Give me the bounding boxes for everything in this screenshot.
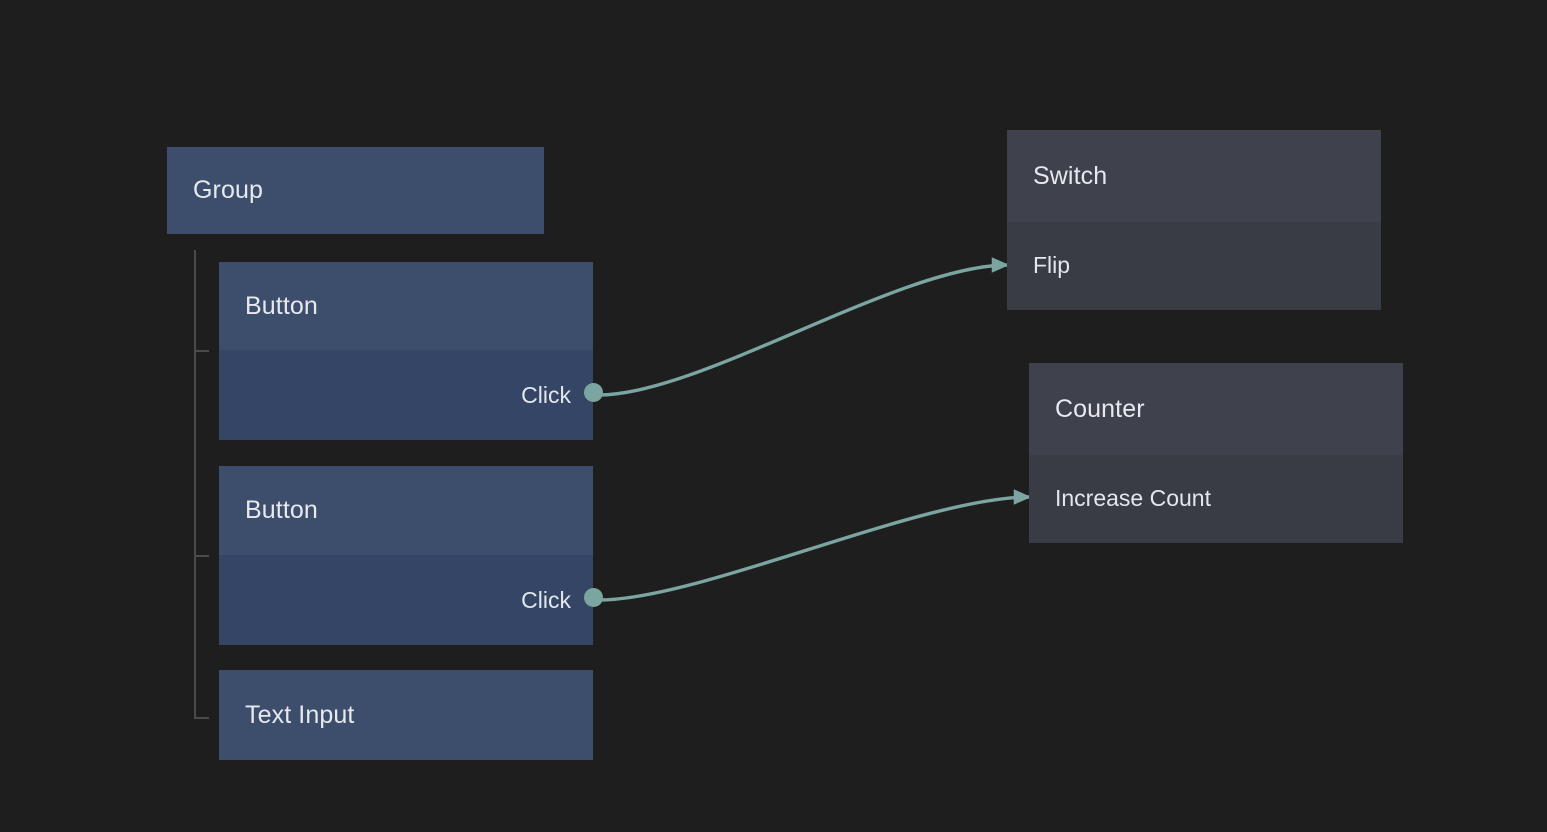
- node-button-2-body: Click: [219, 555, 603, 645]
- slot-counter-increase-count[interactable]: Increase Count: [1055, 484, 1211, 512]
- group-tree-stub-button-2: [194, 555, 209, 557]
- port-button-1-click[interactable]: [584, 383, 603, 402]
- node-text-input[interactable]: Text Input: [219, 670, 593, 760]
- slot-button-1-click-label: Click: [521, 381, 571, 408]
- node-text-input-header[interactable]: Text Input: [219, 670, 593, 760]
- node-group-header[interactable]: Group: [167, 147, 544, 234]
- slot-button-2-click-label: Click: [521, 586, 571, 613]
- node-button-1-body: Click: [219, 350, 603, 440]
- group-tree-stub-button-1: [194, 350, 209, 352]
- node-counter-body: Increase Count: [1029, 455, 1403, 543]
- node-text-input-title: Text Input: [245, 700, 355, 729]
- node-counter-header[interactable]: Counter: [1029, 363, 1403, 455]
- node-button-1[interactable]: Button Click: [219, 262, 603, 440]
- node-counter-title: Counter: [1055, 394, 1145, 423]
- node-switch-body: Flip: [1007, 222, 1381, 310]
- node-switch-header[interactable]: Switch: [1007, 130, 1381, 222]
- slot-switch-flip-label: Flip: [1033, 251, 1071, 278]
- node-button-2[interactable]: Button Click: [219, 466, 603, 645]
- node-switch-title: Switch: [1033, 161, 1108, 190]
- edge-click-to-flip[interactable]: [597, 257, 1010, 397]
- slot-switch-flip[interactable]: Flip: [1033, 251, 1070, 279]
- edge-click-to-increase-count[interactable]: [597, 489, 1032, 602]
- group-tree-stub-text-input: [194, 717, 209, 719]
- node-group-title: Group: [193, 176, 263, 204]
- node-counter[interactable]: Counter Increase Count: [1029, 363, 1403, 543]
- slot-counter-increase-count-label: Increase Count: [1055, 484, 1211, 511]
- node-switch[interactable]: Switch Flip: [1007, 130, 1381, 310]
- node-group[interactable]: Group: [167, 147, 544, 234]
- node-button-1-header[interactable]: Button: [219, 262, 593, 350]
- node-button-2-title: Button: [245, 496, 318, 524]
- slot-button-2-click[interactable]: Click: [521, 586, 571, 614]
- node-button-1-title: Button: [245, 291, 318, 320]
- node-button-2-header[interactable]: Button: [219, 466, 593, 555]
- slot-button-1-click[interactable]: Click: [521, 381, 571, 409]
- port-button-2-click[interactable]: [584, 588, 603, 607]
- group-tree-trunk: [194, 250, 196, 719]
